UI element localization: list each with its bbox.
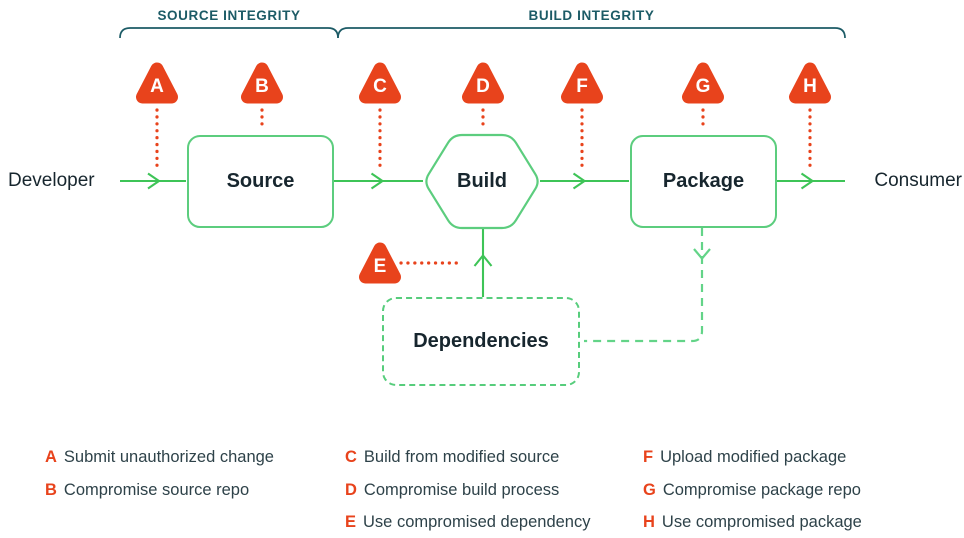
- threat-letter-e: E: [374, 256, 387, 277]
- node-build-label: Build: [457, 170, 507, 192]
- arrowhead-dependencies-build: [473, 253, 493, 267]
- legend-item-f: F Upload modified package: [643, 441, 862, 474]
- node-dependencies: Dependencies: [382, 297, 580, 386]
- legend-label-d: Compromise build process: [363, 480, 560, 499]
- legend-label-c: Build from modified source: [363, 447, 560, 466]
- legend-label-h: Use compromised package: [661, 513, 862, 532]
- threat-badge-d: D: [462, 62, 504, 104]
- legend-letter-b: B: [45, 480, 57, 499]
- node-package: Package: [630, 135, 777, 228]
- legend-column-1: A Submit unauthorized change B Compromis…: [45, 441, 274, 507]
- legend-item-h: H Use compromised package: [643, 507, 862, 538]
- legend-label-a: Submit unauthorized change: [63, 447, 274, 466]
- threat-badge-a: A: [136, 62, 178, 104]
- legend-letter-c: C: [345, 447, 357, 466]
- build-integrity-label: BUILD INTEGRITY: [528, 7, 655, 23]
- legend-column-2: C Build from modified source D Compromis…: [345, 441, 590, 538]
- legend-letter-d: D: [345, 480, 357, 499]
- legend-item-g: G Compromise package repo: [643, 474, 862, 507]
- threat-badge-g: G: [682, 62, 724, 104]
- legend-item-d: D Compromise build process: [345, 474, 590, 507]
- legend-letter-e: E: [345, 513, 357, 532]
- threat-arrows: [155, 108, 812, 265]
- legend-label-e: Use compromised dependency: [363, 513, 591, 532]
- flow-arrows: [120, 172, 845, 297]
- threat-badge-b: B: [241, 62, 283, 104]
- legend-letter-g: G: [643, 480, 656, 499]
- threat-badge-c: C: [359, 62, 401, 104]
- legend-item-e: E Use compromised dependency: [345, 507, 590, 538]
- source-integrity-label: SOURCE INTEGRITY: [157, 7, 301, 23]
- legend-item-c: C Build from modified source: [345, 441, 590, 474]
- legend-label-g: Compromise package repo: [662, 480, 861, 499]
- threat-badge-e: E: [359, 242, 401, 284]
- build-integrity-bracket: [337, 27, 846, 39]
- node-consumer: Consumer: [874, 170, 962, 191]
- source-integrity-bracket: [119, 27, 339, 39]
- legend-item-a: A Submit unauthorized change: [45, 441, 274, 474]
- threat-letter-d: D: [476, 76, 490, 97]
- arrowhead-build-package: [572, 172, 587, 190]
- legend-label-b: Compromise source repo: [63, 480, 250, 499]
- legend-letter-h: H: [643, 513, 655, 532]
- threat-letter-f: F: [576, 76, 588, 97]
- legend-item-b: B Compromise source repo: [45, 474, 274, 507]
- threat-badge-h: H: [789, 62, 831, 104]
- threat-badges: A B C D F G H: [136, 62, 831, 284]
- dashed-path-package-dependencies: [584, 228, 704, 343]
- threat-letter-b: B: [255, 76, 269, 97]
- node-developer: Developer: [8, 170, 95, 191]
- package-dependencies-link: [584, 228, 711, 343]
- threat-legend: A Submit unauthorized change B Compromis…: [0, 441, 964, 538]
- threat-letter-a: A: [150, 76, 164, 97]
- arrowhead-package-dependencies: [693, 248, 711, 261]
- threat-letter-g: G: [696, 76, 711, 97]
- threat-letter-h: H: [803, 76, 817, 97]
- legend-letter-f: F: [643, 447, 654, 466]
- diagram-layer: A B C D F G H: [119, 27, 846, 343]
- build-hexagon-shape: [425, 133, 539, 230]
- threat-badge-f: F: [561, 62, 603, 104]
- node-source: Source: [187, 135, 334, 228]
- arrowhead-developer-source: [147, 172, 161, 190]
- legend-letter-a: A: [45, 447, 57, 466]
- arrowhead-source-build: [370, 172, 385, 190]
- legend-label-f: Upload modified package: [660, 447, 847, 466]
- legend-column-3: F Upload modified package G Compromise p…: [643, 441, 862, 538]
- arrowhead-package-consumer: [800, 172, 815, 190]
- threat-letter-c: C: [373, 76, 387, 97]
